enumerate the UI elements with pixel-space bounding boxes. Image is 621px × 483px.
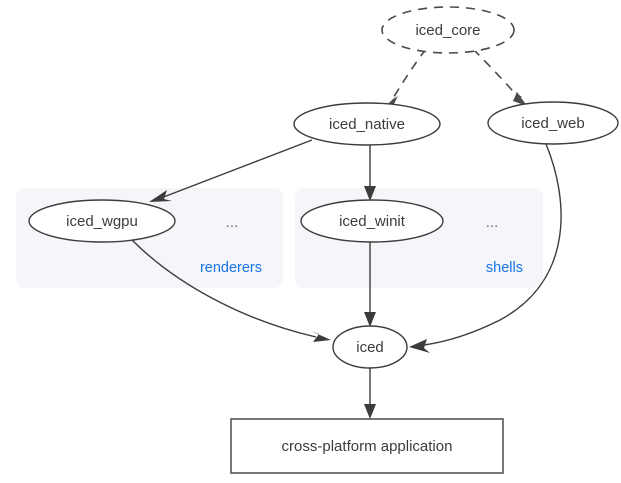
shells-more-ellipsis: ... <box>486 214 499 231</box>
edge-native-to-wgpu-arrowhead <box>149 190 172 202</box>
edge-native-to-winit-arrowhead <box>364 186 376 201</box>
node-iced-winit[interactable]: iced_winit <box>300 199 444 243</box>
node-iced-web-label: iced_web <box>521 115 584 132</box>
node-iced-web-shape[interactable] <box>487 101 619 145</box>
edge-web-to-iced <box>409 143 562 353</box>
edge-winit-to-iced-arrowhead <box>364 312 376 327</box>
node-iced-winit-label: iced_winit <box>339 213 406 230</box>
edge-iced-to-application-arrowhead <box>364 404 376 419</box>
node-iced-wgpu-shape[interactable] <box>28 199 176 243</box>
edge-core-to-native <box>383 48 427 109</box>
edge-web-to-iced-arrowhead <box>409 339 430 353</box>
node-iced-native[interactable]: iced_native <box>293 102 441 146</box>
node-iced-winit-shape[interactable] <box>300 199 444 243</box>
cluster-renderers-label: renderers <box>200 260 262 276</box>
edge-core-to-web-arrowhead-fill <box>513 92 527 106</box>
edge-wgpu-to-iced <box>131 239 331 342</box>
edge-web-to-iced-line <box>423 143 562 346</box>
edge-wgpu-to-iced-line <box>131 239 317 338</box>
cluster-shells-label: shells <box>486 260 523 276</box>
edge-wgpu-to-iced-arrowhead <box>311 331 331 342</box>
edge-core-to-native-line <box>391 48 427 101</box>
edge-native-to-wgpu <box>149 139 313 202</box>
node-iced-native-shape[interactable] <box>293 102 441 146</box>
node-iced-label: iced <box>356 339 384 356</box>
edge-core-to-web-line <box>472 48 520 99</box>
node-iced-shape[interactable] <box>332 325 408 369</box>
node-iced-core-label: iced_core <box>415 22 480 39</box>
node-cross-platform-application-shape[interactable] <box>230 418 504 474</box>
node-iced-wgpu[interactable]: iced_wgpu <box>28 199 176 243</box>
node-cross-platform-application-label: cross-platform application <box>282 438 453 455</box>
node-iced-wgpu-label: iced_wgpu <box>66 213 138 230</box>
node-iced-native-label: iced_native <box>329 116 405 133</box>
edge-winit-to-iced <box>364 242 376 327</box>
node-cross-platform-application[interactable]: cross-platform application <box>230 418 504 474</box>
edge-iced-to-application <box>364 368 376 419</box>
node-iced-core[interactable]: iced_core <box>381 6 515 54</box>
node-iced[interactable]: iced <box>332 325 408 369</box>
edge-native-to-winit <box>364 145 376 201</box>
edge-native-to-wgpu-line <box>160 139 313 199</box>
edge-core-to-web <box>472 48 528 107</box>
renderers-more-ellipsis: ... <box>226 214 239 231</box>
node-iced-core-shape[interactable] <box>381 6 515 54</box>
node-iced-web[interactable]: iced_web <box>487 101 619 145</box>
